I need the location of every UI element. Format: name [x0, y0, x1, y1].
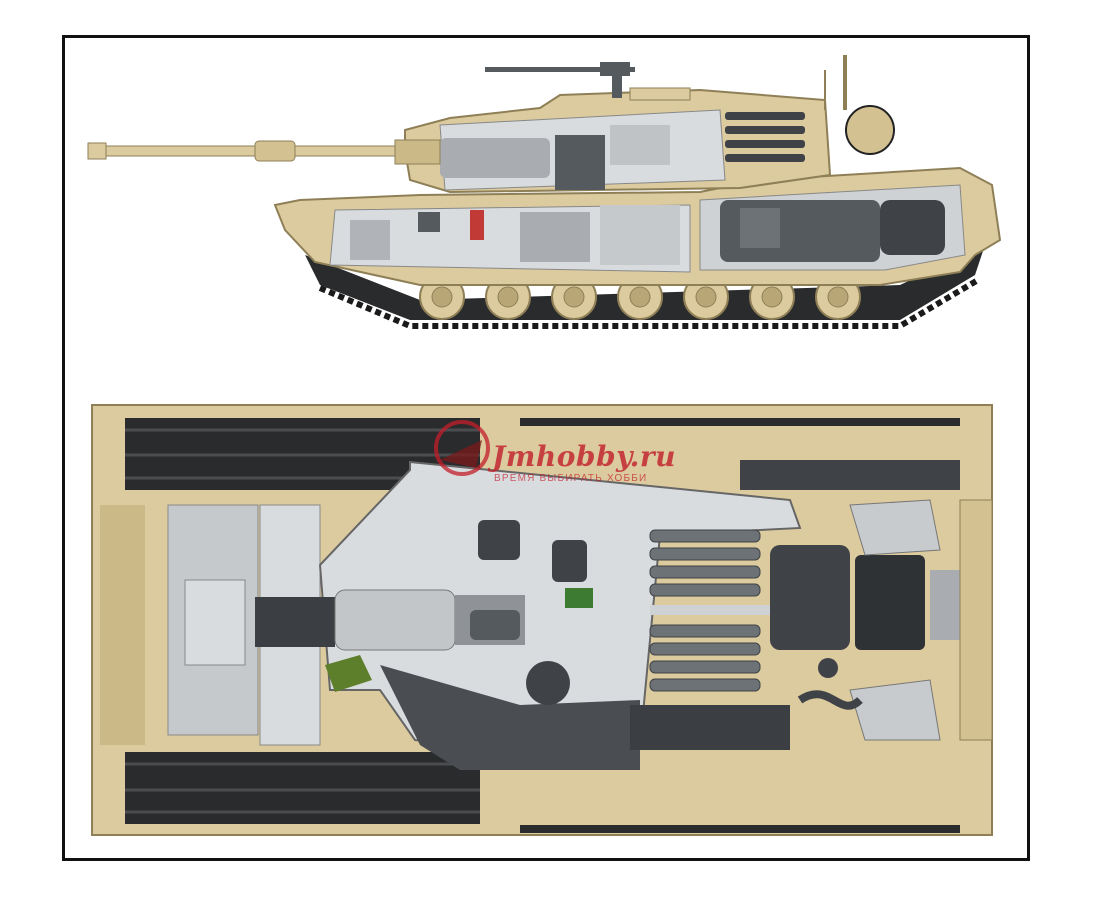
side-track: [305, 245, 985, 329]
exhaust-units: [849, 499, 941, 741]
watermark: Jmhobby.ru ВРЕМЯ ВЫБИРАТЬ ХОББИ: [430, 420, 690, 490]
watermark-site: Jmhobby.ru: [492, 440, 676, 473]
top-ammo-rack: [649, 529, 761, 692]
watermark-tagline: ВРЕМЯ ВЫБИРАТЬ ХОББИ: [494, 473, 648, 484]
side-ammo-rack: [725, 112, 805, 162]
watermark-logo-icon: [434, 420, 490, 476]
top-engine-bay: [770, 545, 960, 650]
tank-top-cutaway: [91, 404, 993, 836]
top-track-right: [125, 752, 480, 824]
commander-seat: [478, 520, 520, 560]
gunner-seat: [552, 540, 587, 582]
tank-side-cutaway: [87, 55, 1002, 329]
roof-machine-gun: [485, 62, 635, 98]
crosswind-sensor: [845, 105, 895, 155]
main-gun: [87, 139, 441, 165]
top-gun-breech: [255, 589, 525, 651]
loader-hatch: [526, 661, 570, 705]
